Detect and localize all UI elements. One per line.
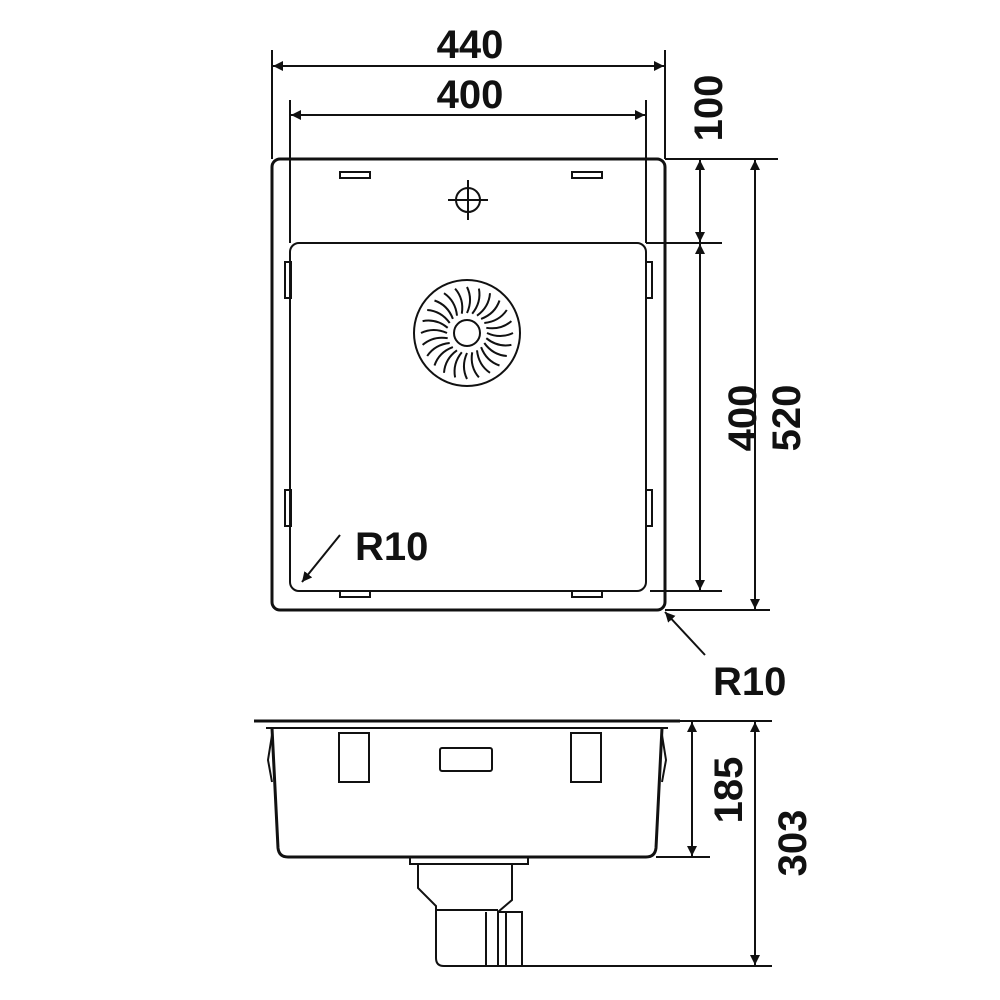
strainer-slot — [485, 337, 512, 347]
strainer-slot — [480, 300, 501, 320]
strainer-slot — [486, 332, 514, 338]
strainer-slot — [426, 342, 450, 357]
strainer-slot — [466, 286, 472, 314]
total-height-label: 303 — [771, 810, 815, 877]
overflow-slot — [571, 171, 603, 179]
clip-window — [570, 732, 602, 783]
clip-window — [338, 732, 370, 783]
sink-outer-rim — [270, 157, 667, 612]
side-clip — [645, 261, 653, 299]
overall-width-label: 440 — [437, 23, 504, 67]
bowl-depth-label: 185 — [707, 757, 751, 824]
overall-length-label: 520 — [765, 385, 809, 452]
strainer-slot — [471, 288, 481, 315]
side-clip — [645, 489, 653, 527]
inner-corner-radius-label: R10 — [355, 525, 428, 569]
inner-width-label: 400 — [437, 73, 504, 117]
top-view: R10 R10 — [270, 157, 786, 704]
strainer-slot — [434, 299, 454, 320]
side-clip — [284, 489, 292, 527]
sink-bowl — [289, 242, 647, 592]
siphon-icon — [409, 856, 529, 967]
strainer-slot — [483, 342, 507, 357]
inner-radius-leader — [301, 534, 341, 583]
width-dimensions: 440 400 — [271, 23, 666, 243]
strainer-slot — [484, 309, 508, 324]
strainer-slot — [486, 320, 513, 330]
strainer-slot — [420, 328, 448, 334]
length-dimensions: 100 400 520 — [646, 75, 809, 611]
strainer-slot — [443, 349, 458, 373]
overflow-slot — [339, 171, 371, 179]
outer-corner-radius-label: R10 — [713, 660, 786, 704]
outer-radius-leader — [664, 611, 706, 656]
side-view: 185 303 — [254, 719, 815, 967]
strainer-slot — [480, 346, 500, 367]
clip-slot — [571, 590, 603, 598]
strainer-slot — [421, 336, 448, 346]
overflow-opening — [439, 747, 493, 772]
strainer-slot — [454, 287, 464, 314]
strainer-slot — [422, 319, 449, 329]
strainer-slot — [476, 350, 491, 374]
strainer-slot — [462, 352, 468, 380]
clip-slot — [339, 590, 371, 598]
side-clip — [284, 261, 292, 299]
strainer-slot — [476, 293, 491, 317]
strainer-icon — [413, 279, 521, 387]
strainer-slot — [433, 346, 454, 366]
strainer-slot — [443, 292, 458, 316]
crosshair-icon — [448, 180, 488, 220]
top-ledge-label: 100 — [687, 75, 731, 142]
strainer-slot — [453, 351, 463, 378]
strainer-slot — [470, 352, 480, 379]
strainer-slot — [427, 309, 451, 324]
inner-length-label: 400 — [721, 385, 765, 452]
